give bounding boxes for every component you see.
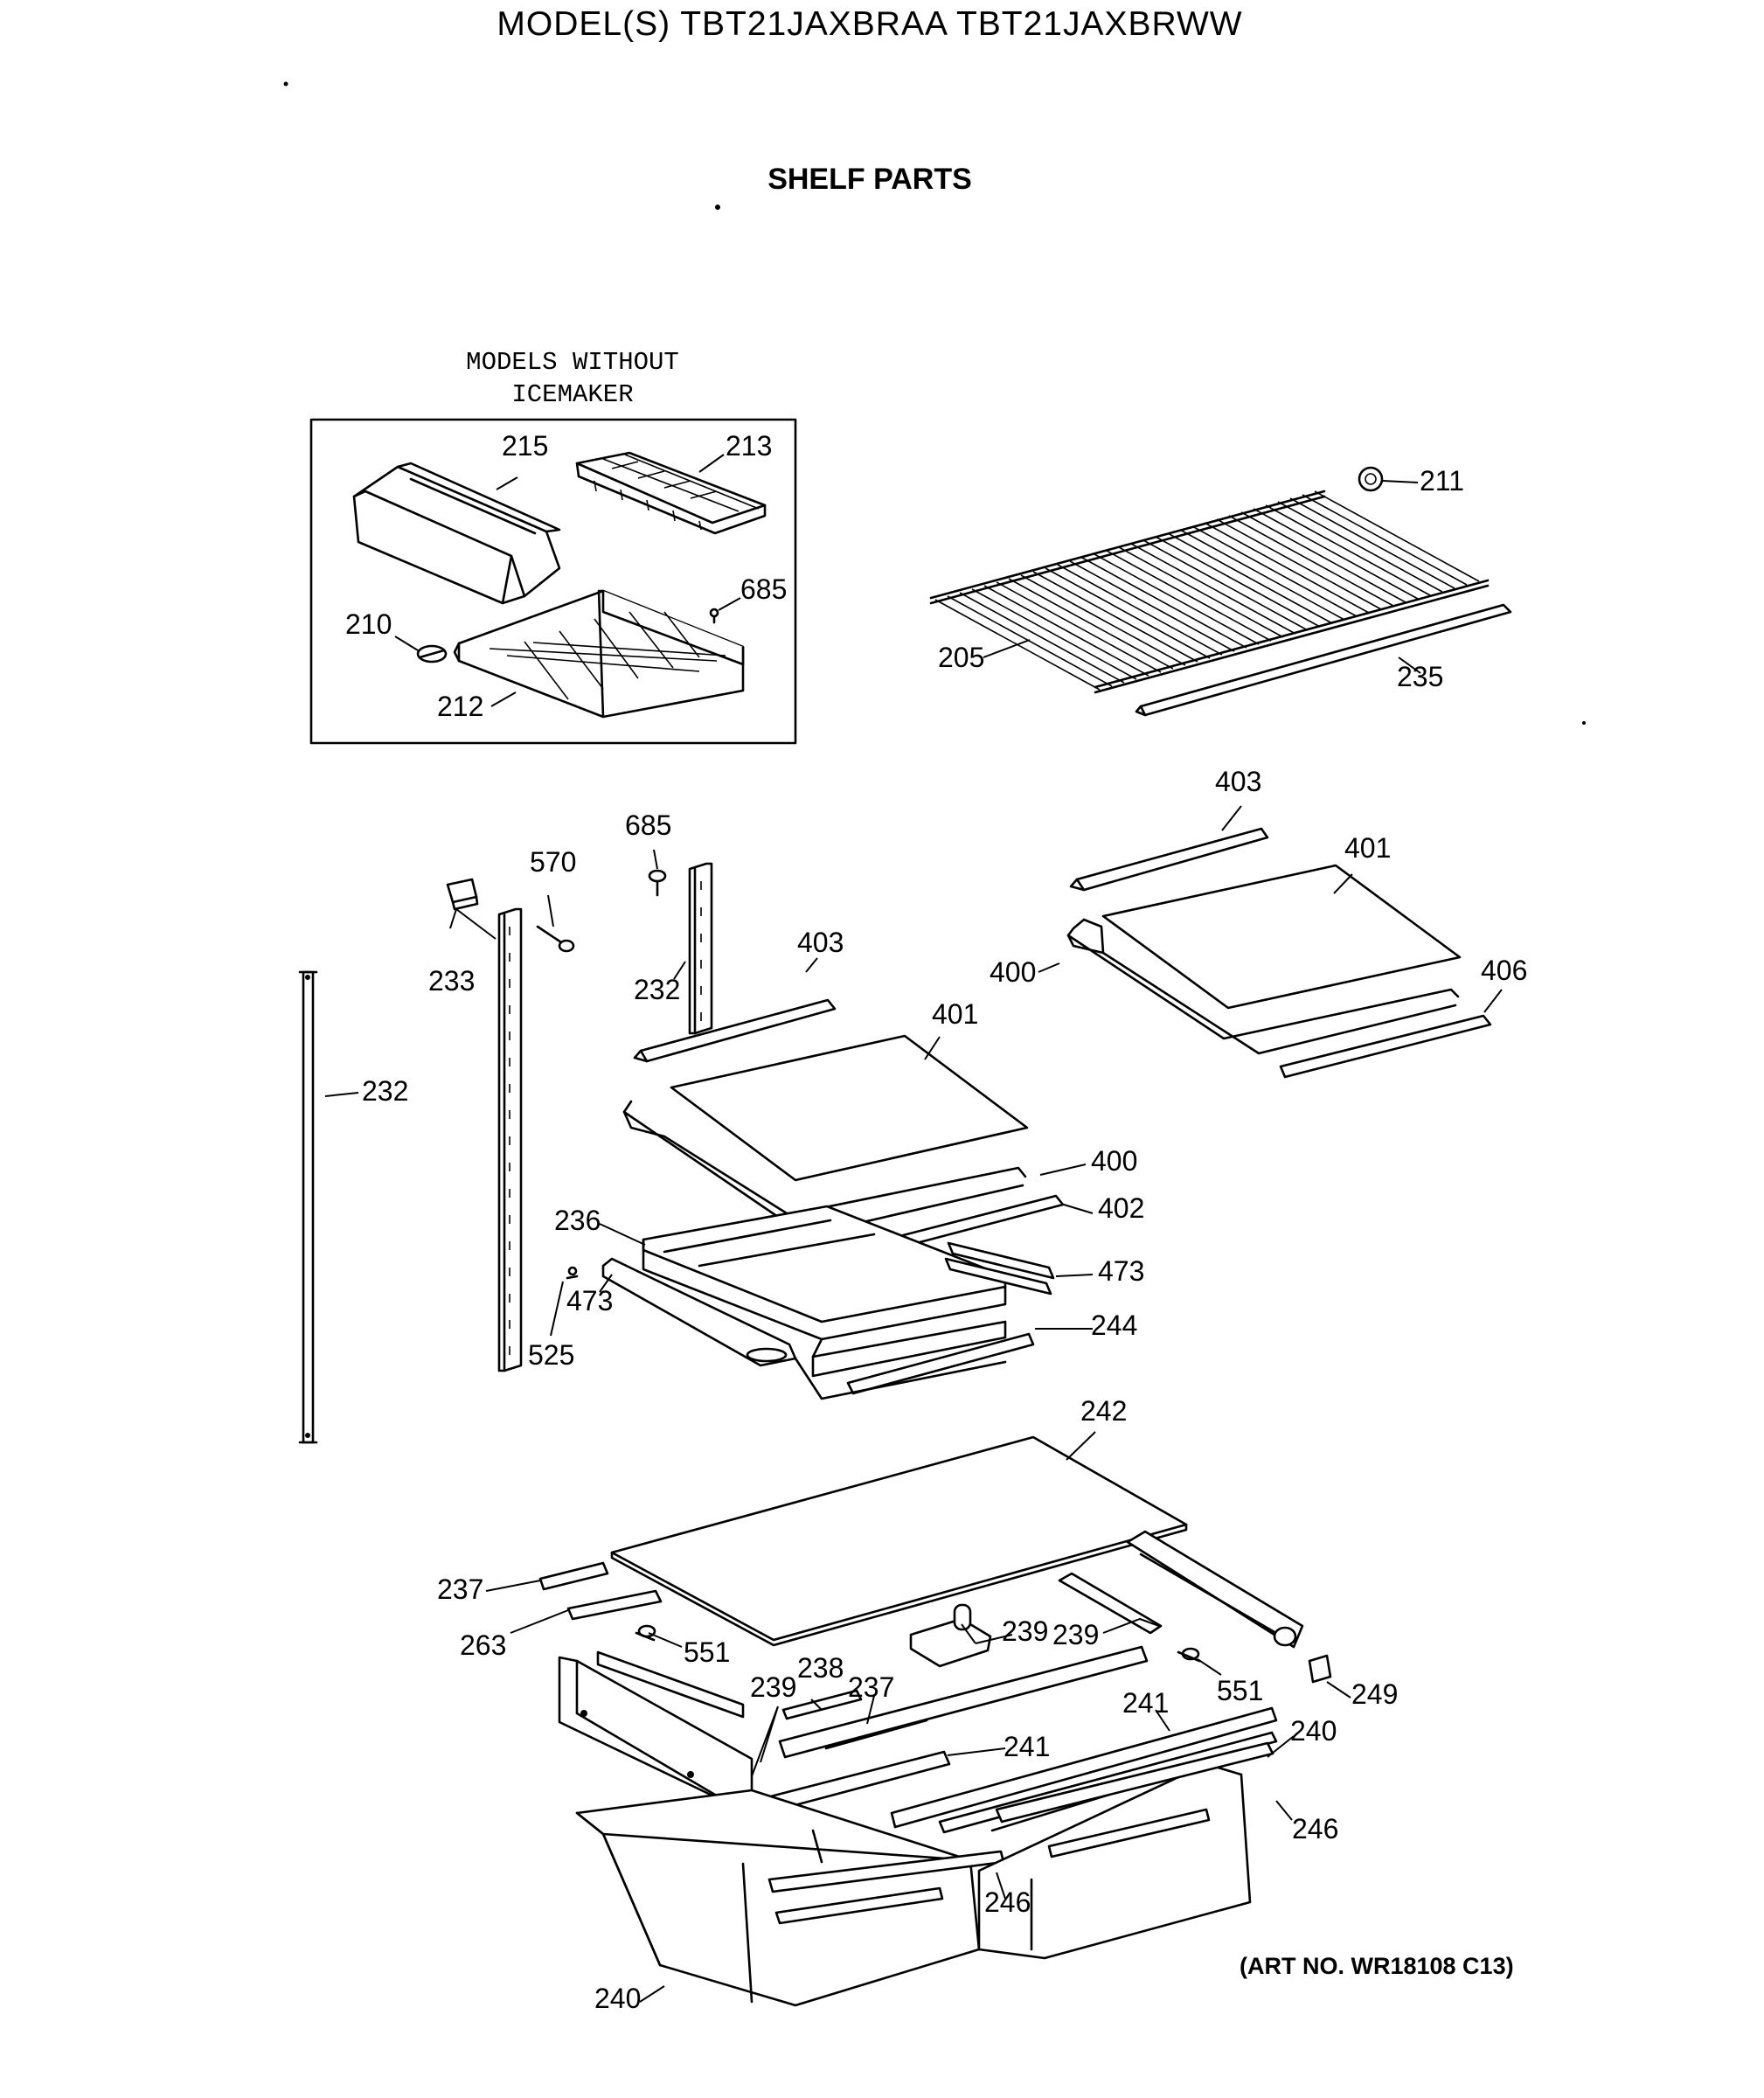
ice-bucket-part (352, 462, 561, 605)
shelf-trim-part (1135, 603, 1512, 717)
stud-part (416, 644, 448, 663)
part-label-551: 551 (1217, 1675, 1264, 1706)
cover-frame-left-part (538, 1561, 745, 1719)
part-label-406: 406 (1481, 955, 1528, 986)
scan-speck (1582, 721, 1586, 725)
left-crisper-drawer-part (575, 1789, 1005, 2007)
inset-caption: MODELS WITHOUT ICEMAKER (437, 346, 708, 411)
part-label-685: 685 (740, 573, 788, 605)
shelf-bumper-part (1358, 466, 1384, 492)
part-label-232: 232 (634, 974, 681, 1005)
inset-frame (309, 418, 797, 745)
right-crisper-drawer-part (977, 1741, 1274, 1960)
scan-speck (715, 205, 720, 210)
part-label-570: 570 (530, 846, 577, 878)
part-label-213: 213 (726, 430, 773, 462)
part-label-263: 263 (460, 1629, 507, 1661)
inset-caption-line1: MODELS WITHOUT (466, 348, 679, 377)
part-label-239: 239 (1002, 1615, 1049, 1647)
art-number: (ART NO. WR18108 C13) (1240, 1953, 1514, 1979)
screw-570-part (536, 925, 575, 953)
part-label-473: 473 (566, 1285, 614, 1316)
part-label-403: 403 (797, 927, 844, 958)
upper-glass-shelf-part (1066, 827, 1492, 1079)
part-label-205: 205 (938, 642, 985, 673)
part-label-402: 402 (1098, 1192, 1145, 1224)
part-label-403: 403 (1215, 766, 1262, 797)
part-label-240: 240 (594, 1983, 642, 2014)
clip-part (446, 878, 479, 911)
leader-lines (324, 454, 1503, 2003)
part-label-244: 244 (1091, 1310, 1138, 1341)
part-label-239: 239 (750, 1671, 797, 1703)
wire-shelf-part (929, 490, 1490, 694)
section-title: SHELF PARTS (767, 163, 972, 196)
part-label-237: 237 (848, 1671, 895, 1703)
part-label-241: 241 (1122, 1687, 1170, 1719)
part-label-249: 249 (1351, 1678, 1399, 1710)
part-label-232: 232 (362, 1075, 409, 1107)
part-label-685: 685 (625, 809, 672, 841)
part-label-211: 211 (1420, 465, 1465, 497)
part-label-400: 400 (1091, 1145, 1138, 1177)
screw-685-part (648, 869, 667, 897)
part-label-212: 212 (437, 691, 484, 722)
part-label-473: 473 (1098, 1255, 1145, 1287)
scan-speck (283, 81, 288, 87)
part-label-551: 551 (684, 1636, 731, 1668)
inset-caption-line2: ICEMAKER (511, 380, 634, 409)
upper-rail-part (688, 862, 713, 1035)
part-label-242: 242 (1080, 1395, 1128, 1427)
meat-pan-part (566, 1205, 1055, 1400)
part-label-401: 401 (932, 998, 979, 1030)
model-title: MODEL(S) TBT21JAXBRAA TBT21JAXBRWW (497, 5, 1243, 43)
part-label-239: 239 (1052, 1619, 1100, 1650)
center-rail-part (497, 907, 523, 1372)
left-rail-part (298, 970, 318, 1444)
part-label-215: 215 (502, 430, 549, 462)
inset-screw-part (709, 608, 719, 624)
crisper-cover-glass-part (610, 1435, 1188, 1647)
part-label-210: 210 (345, 608, 392, 640)
part-label-401: 401 (1344, 832, 1392, 864)
cover-frame-right-part (909, 1530, 1332, 1684)
part-label-246: 246 (984, 1886, 1031, 1918)
part-label-235: 235 (1397, 661, 1444, 692)
part-label-233: 233 (428, 965, 476, 997)
part-label-240: 240 (1290, 1715, 1337, 1747)
tray-support-part (453, 589, 745, 719)
ice-tray-part (575, 451, 767, 535)
part-label-400: 400 (990, 956, 1037, 988)
part-label-246: 246 (1292, 1813, 1339, 1844)
part-label-241: 241 (1004, 1731, 1051, 1762)
part-label-238: 238 (797, 1652, 844, 1684)
part-label-525: 525 (528, 1339, 575, 1371)
part-label-237: 237 (437, 1574, 484, 1605)
part-label-236: 236 (554, 1205, 601, 1236)
